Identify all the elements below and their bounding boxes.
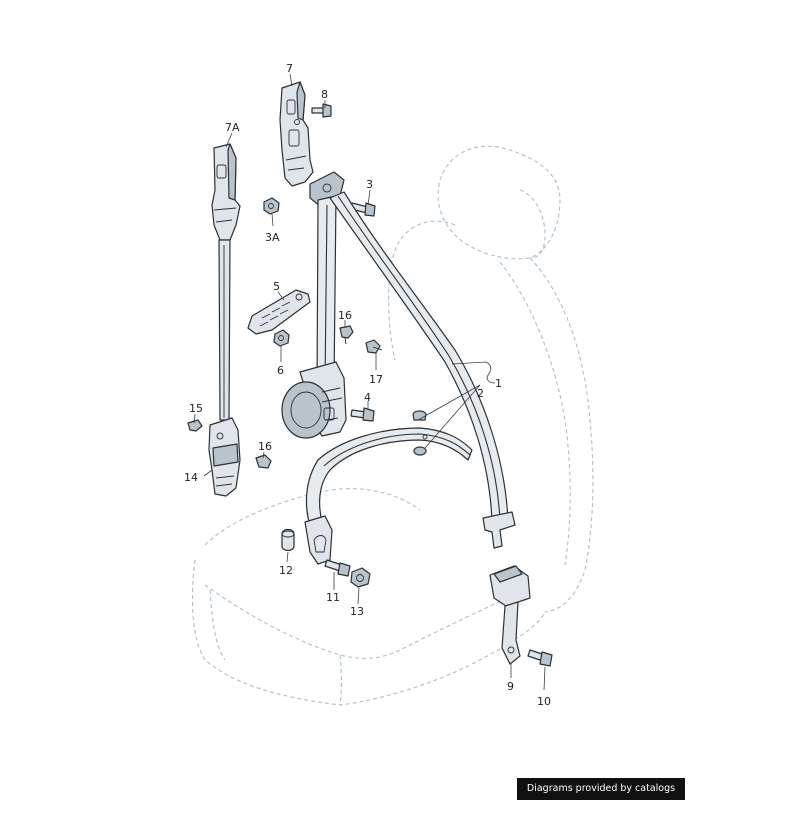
callout-3: 3	[366, 178, 373, 191]
callout-11: 11	[326, 591, 340, 604]
belt-buckle	[489, 565, 531, 665]
leader-lines	[193, 73, 546, 691]
belt-tongue	[482, 511, 516, 549]
nut-13	[350, 567, 371, 588]
bolt-11	[324, 559, 351, 577]
belt-webbing	[304, 171, 516, 565]
callout-13: 13	[350, 605, 364, 618]
nut-6	[273, 329, 290, 347]
callout-7A: 7A	[225, 121, 240, 134]
nut-3A	[263, 197, 280, 215]
callout-2: 2	[477, 387, 484, 400]
upper-anchor-bracket	[279, 81, 314, 187]
seat-headrest-outline	[437, 145, 561, 260]
bolt-3	[350, 202, 376, 217]
clip-16-upper	[339, 325, 354, 345]
bolt-8	[311, 103, 332, 118]
callout-3A: 3A	[265, 231, 280, 244]
bolt-4	[350, 407, 375, 422]
callout-1: 1	[495, 377, 502, 390]
bolt-10	[527, 649, 553, 667]
height-adjuster-rail	[211, 143, 241, 421]
belt-retractor	[281, 361, 347, 439]
seat-cushion-outline	[191, 488, 546, 706]
callout-7: 7	[286, 62, 293, 75]
callout-16-upper: 16	[338, 309, 352, 322]
bolt-17	[365, 339, 383, 354]
credit-banner: Diagrams provided by catalogs parts	[517, 778, 685, 816]
callout-15: 15	[189, 402, 203, 415]
callout-10: 10	[537, 695, 551, 708]
callout-14: 14	[184, 471, 198, 484]
cover-5	[247, 289, 311, 335]
spacer-12	[281, 528, 295, 552]
callout-9: 9	[507, 680, 514, 693]
callout-labels: 7 8 7A 3 3A 5 6 16 17 1 2 4 15 16 14 12 …	[184, 62, 551, 708]
lower-adjuster-lock	[208, 417, 241, 497]
callout-12: 12	[279, 564, 293, 577]
lap-anchor-plate	[304, 515, 333, 565]
callout-4: 4	[364, 391, 371, 404]
callout-6: 6	[277, 364, 284, 377]
callout-5: 5	[273, 280, 280, 293]
seat-backrest-outline	[388, 220, 594, 613]
clip-15	[187, 419, 203, 432]
callout-8: 8	[321, 88, 328, 101]
callout-17: 17	[369, 373, 383, 386]
seat-belt-parts-diagram: 7 8 7A 3 3A 5 6 16 17 1 2 4 15 16 14 12 …	[184, 62, 594, 708]
callout-16-lower: 16	[258, 440, 272, 453]
seat-outline	[191, 145, 594, 706]
